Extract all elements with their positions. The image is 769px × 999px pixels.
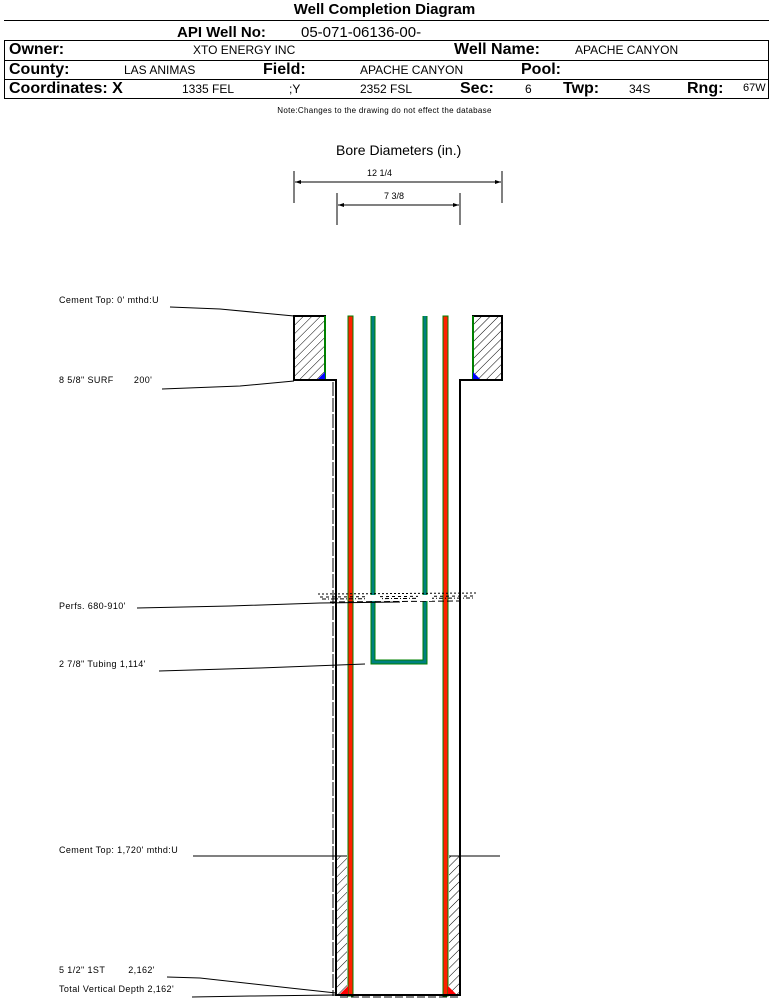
bore-dimension-outer [293, 171, 503, 203]
production-casing-right [442, 315, 449, 997]
sec-label: Sec: [460, 80, 494, 97]
production-shoe-left [340, 986, 348, 994]
surface-casing-label: 8 5/8" SURF 200' [59, 375, 153, 385]
surface-cement-right [472, 315, 503, 381]
leader-lines [136, 306, 500, 998]
coord-y-value: 2352 FSL [360, 82, 413, 96]
borehole-wall-right [459, 379, 502, 996]
pool-label: Pool: [521, 61, 561, 78]
api-well-no-value: 05-071-06136-00- [301, 24, 422, 41]
production-casing-label: 5 1/2" 1ST 2,162' [59, 965, 155, 975]
leader-cement-top-surface [169, 306, 295, 317]
header-left-border [4, 40, 5, 98]
page-title: Well Completion Diagram [293, 1, 476, 18]
county-value: LAS ANIMAS [124, 63, 196, 77]
bore-diameter-inner-label: 7 3/8 [384, 191, 405, 201]
twp-label: Twp: [563, 80, 600, 97]
total-depth-label: Total Vertical Depth 2,162' [59, 984, 175, 994]
borehole-wall-left [294, 379, 337, 996]
owner-value: XTO ENERGY INC [193, 43, 296, 57]
tubing-label: 2 7/8" Tubing 1,114' [59, 659, 146, 669]
surface-shoe-right [473, 372, 481, 380]
production-cement-left [337, 856, 347, 995]
header-bottom-rule [4, 98, 769, 99]
well-name-value: APACHE CANYON [575, 43, 679, 57]
surface-cement-left [293, 315, 326, 381]
arrow-right-icon [453, 203, 459, 207]
production-casing-left [347, 315, 354, 997]
arrow-left-icon [295, 180, 301, 184]
perfs-label: Perfs. 680-910' [59, 601, 126, 611]
leader-tubing [158, 663, 366, 672]
header-top-rule [4, 20, 769, 21]
bore-dimension-inner [336, 193, 461, 225]
perforations [317, 592, 479, 603]
production-cement-right [449, 856, 459, 995]
leader-perfs [136, 601, 401, 609]
arrow-left-icon [338, 203, 344, 207]
field-value: APACHE CANYON [360, 63, 464, 77]
bore-diameter-outer-label: 12 1/4 [367, 168, 393, 178]
field-label: Field: [263, 61, 306, 78]
tubing [370, 316, 428, 665]
arrow-right-icon [495, 180, 501, 184]
production-shoe-right [448, 986, 456, 994]
well-name-label: Well Name: [454, 41, 540, 58]
cement-top-production-label: Cement Top: 1,720' mthd:U [59, 845, 179, 855]
leader-total-depth [191, 994, 337, 998]
header-rule-1 [4, 40, 769, 41]
county-label: County: [9, 61, 70, 78]
rng-label: Rng: [687, 80, 724, 97]
coord-x-value: 1335 FEL [182, 82, 235, 96]
owner-label: Owner: [9, 41, 65, 58]
cement-top-surface-label: Cement Top: 0' mthd:U [59, 295, 159, 305]
rng-value: 67W [743, 82, 766, 94]
database-note: Note:Changes to the drawing do not effec… [277, 106, 492, 115]
twp-value: 34S [629, 82, 651, 96]
api-well-no-label: API Well No: [177, 24, 266, 41]
leader-surface-casing [161, 380, 295, 390]
leader-production-casing [166, 976, 337, 994]
header-rule-2 [4, 60, 769, 61]
header-rule-3 [4, 79, 769, 80]
sec-value: 6 [525, 82, 532, 96]
surface-shoe-left [317, 372, 325, 380]
coord-y-label: ;Y [289, 82, 301, 96]
bore-diameters-title: Bore Diameters (in.) [336, 142, 462, 158]
coordinates-label: Coordinates: X [9, 80, 123, 97]
